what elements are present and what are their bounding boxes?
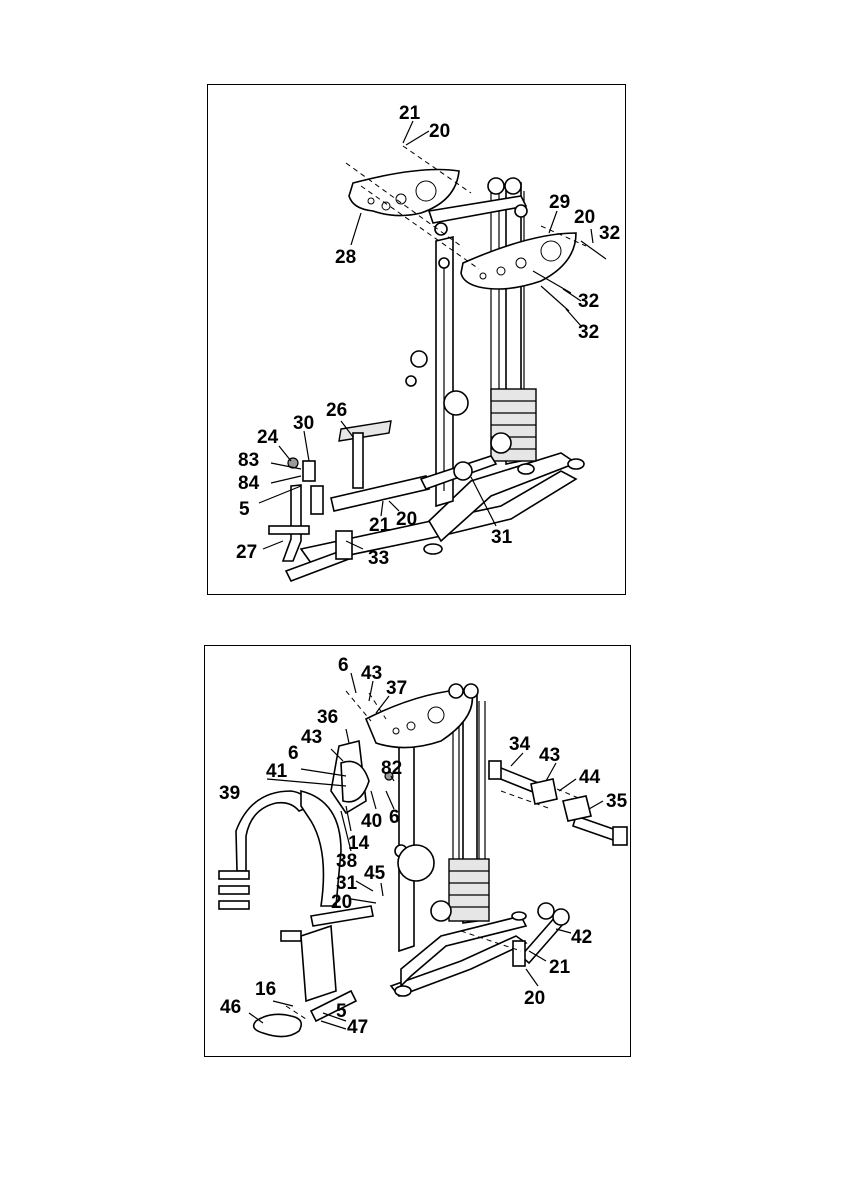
assembly-diagram-bottom: 6 43 37 36 43 6 41 82 39 40 6 14 38 31 4… bbox=[204, 645, 631, 1057]
callout-6: 6 bbox=[389, 807, 400, 828]
foot-cap bbox=[424, 544, 442, 554]
pulley bbox=[488, 178, 504, 194]
callout-31: 31 bbox=[491, 527, 513, 548]
callout-46: 46 bbox=[220, 997, 241, 1018]
callout-6: 6 bbox=[288, 743, 299, 764]
callout-27: 27 bbox=[236, 542, 257, 563]
callout-21: 21 bbox=[549, 957, 571, 978]
callout-45: 45 bbox=[364, 863, 386, 884]
foot-cap bbox=[512, 912, 526, 920]
callout-34: 34 bbox=[509, 734, 531, 755]
pulley-31 bbox=[454, 462, 472, 480]
pulley bbox=[464, 684, 478, 698]
bottom-diagram-drawing: 6 43 37 36 43 6 41 82 39 40 6 14 38 31 4… bbox=[205, 646, 632, 1058]
callout-36: 36 bbox=[317, 707, 338, 728]
callout-43: 43 bbox=[301, 727, 322, 748]
pulley bbox=[505, 178, 521, 194]
callout-5: 5 bbox=[239, 499, 250, 520]
pulley bbox=[515, 205, 527, 217]
callout-82: 82 bbox=[381, 758, 402, 779]
pulley bbox=[491, 433, 511, 453]
callout-20: 20 bbox=[429, 121, 450, 142]
callout-24: 24 bbox=[257, 427, 279, 448]
callout-20: 20 bbox=[574, 207, 595, 228]
pulley bbox=[431, 901, 451, 921]
callout-43: 43 bbox=[361, 663, 382, 684]
callout-44: 44 bbox=[579, 767, 601, 788]
press-arm-38 bbox=[301, 791, 341, 906]
handle-35 bbox=[573, 816, 619, 841]
callout-20: 20 bbox=[331, 892, 352, 913]
foot-cap bbox=[518, 464, 534, 474]
callout-84: 84 bbox=[238, 473, 260, 494]
callout-39: 39 bbox=[219, 783, 240, 804]
callout-43: 43 bbox=[539, 745, 560, 766]
callout-32: 32 bbox=[578, 322, 599, 343]
callout-83: 83 bbox=[238, 450, 259, 471]
callout-16: 16 bbox=[255, 979, 276, 1000]
callout-21: 21 bbox=[399, 103, 421, 124]
top-diagram-drawing: 21 20 28 29 20 32 32 32 26 30 24 83 84 5… bbox=[208, 85, 627, 596]
callout-37: 37 bbox=[386, 678, 407, 699]
assembly-diagram-top: 21 20 28 29 20 32 32 32 26 30 24 83 84 5… bbox=[207, 84, 626, 595]
callout-20: 20 bbox=[524, 988, 545, 1009]
callout-40: 40 bbox=[361, 811, 382, 832]
callout-21: 21 bbox=[369, 515, 391, 536]
callout-41: 41 bbox=[266, 761, 288, 782]
callout-33: 33 bbox=[368, 548, 389, 569]
callout-28: 28 bbox=[335, 247, 356, 268]
callout-30: 30 bbox=[293, 413, 314, 434]
callout-5: 5 bbox=[336, 1001, 347, 1022]
press-arm-39 bbox=[236, 791, 311, 871]
callout-35: 35 bbox=[606, 791, 628, 812]
pulley bbox=[449, 684, 463, 698]
callout-32: 32 bbox=[578, 291, 599, 312]
foot-cap bbox=[568, 459, 584, 469]
callout-31: 31 bbox=[336, 873, 358, 894]
callout-29: 29 bbox=[549, 192, 570, 213]
knob bbox=[411, 351, 427, 367]
foot-plate-46 bbox=[254, 1014, 302, 1036]
callout-20: 20 bbox=[396, 509, 417, 530]
weight-plate bbox=[398, 845, 434, 881]
callout-26: 26 bbox=[326, 400, 347, 421]
seat-frame-33 bbox=[331, 476, 429, 511]
callout-42: 42 bbox=[571, 927, 592, 948]
callout-32: 32 bbox=[599, 223, 620, 244]
seat-pad-26 bbox=[339, 421, 391, 441]
weight-plate bbox=[444, 391, 468, 415]
callout-6: 6 bbox=[338, 655, 349, 676]
weight-stack bbox=[449, 859, 489, 921]
pulley bbox=[439, 258, 449, 268]
callout-47: 47 bbox=[347, 1017, 368, 1038]
foot-cap bbox=[395, 986, 411, 996]
leg-lever bbox=[301, 926, 336, 1001]
callout-38: 38 bbox=[336, 851, 357, 872]
leg-lever-27 bbox=[283, 485, 301, 561]
